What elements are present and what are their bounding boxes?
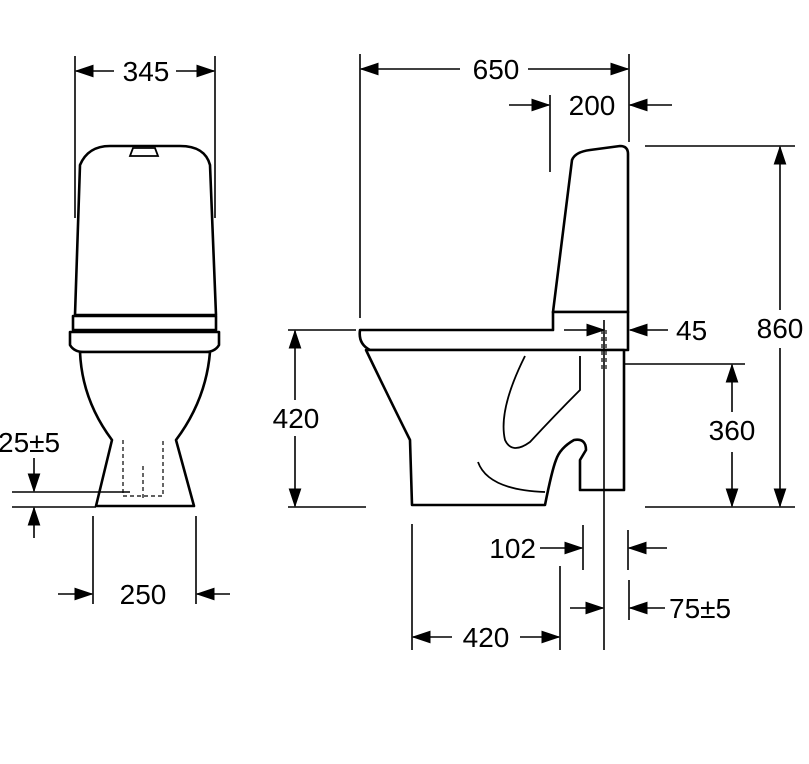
front-seat-band [71,314,218,332]
dim-label-25: 25±5 [0,427,60,458]
dim-label-860: 860 [757,313,804,344]
flush-button-icon [128,147,160,157]
front-view: 345 25±5 250 [0,56,230,610]
dim-label-650: 650 [473,54,520,85]
front-tank-outline [73,144,218,317]
dim-label-102: 102 [489,533,536,564]
side-base-curve [477,461,546,493]
side-tank-outline [551,144,630,314]
dim-label-345: 345 [123,56,170,87]
side-view: 650 200 860 420 45 360 102 [273,54,804,653]
dim-label-75: 75±5 [669,593,731,624]
front-bowl-outline [78,350,212,508]
dim-label-360: 360 [709,415,756,446]
dim-label-45: 45 [676,315,707,346]
dim-label-250: 250 [120,579,167,610]
side-trap-path [502,355,581,449]
dim-label-420-height: 420 [273,403,320,434]
side-seat-outline [358,310,630,352]
dim-label-420-base: 420 [463,622,510,653]
side-bowl-outline [364,348,626,507]
dim-label-200: 200 [569,90,616,121]
front-seat [68,330,221,354]
front-hidden-outlet [122,440,164,500]
